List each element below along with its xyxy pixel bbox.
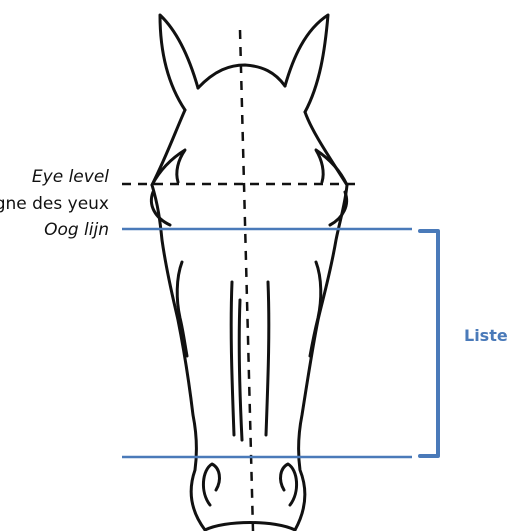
nasal-line-right — [266, 282, 269, 435]
liste-bracket — [420, 231, 438, 456]
right-nostril — [281, 464, 297, 505]
left-nostril — [203, 464, 219, 505]
liste-label: Liste — [464, 326, 507, 346]
horse-head-outline — [151, 15, 347, 530]
left-ear — [160, 15, 198, 110]
eye-level-label-nl: Oog lijn — [44, 220, 109, 240]
eye-level-label-fr: Ligne des yeux — [0, 194, 109, 214]
muzzle — [205, 523, 295, 531]
nasal-line-left — [231, 282, 234, 435]
eye-level-label-en: Eye level — [32, 167, 109, 187]
left-eye — [152, 150, 185, 185]
right-head-contour — [295, 112, 347, 530]
right-ear — [285, 15, 328, 112]
nasal-line-left-inner — [239, 300, 242, 440]
